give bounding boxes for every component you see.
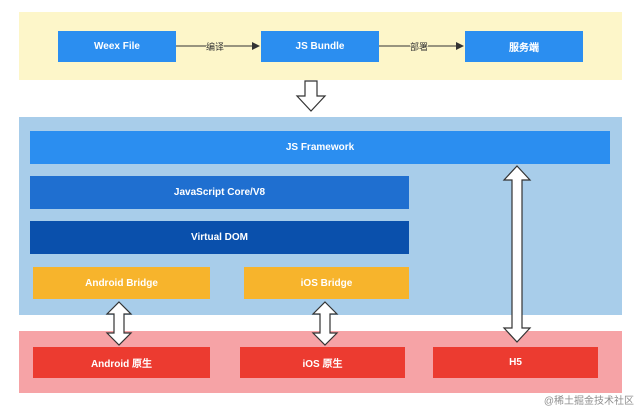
compile-label: 编译 [206,40,225,53]
js-framework-box: JS Framework [30,131,610,164]
android-bridge-box: Android Bridge [33,267,210,299]
javascript-core-box: JavaScript Core/V8 [30,176,409,209]
android-double-arrow [105,301,133,346]
down-hollow-arrow [295,80,327,112]
virtual-dom-box: Virtual DOM [30,221,409,254]
deploy-label: 部署 [410,40,429,53]
h5-box: H5 [433,347,598,378]
ios-double-arrow [311,301,339,346]
h5-double-arrow [502,165,532,343]
watermark-text: @稀土掘金技术社区 [543,396,634,407]
ios-bridge-box: iOS Bridge [244,267,409,299]
js-bundle-box: JS Bundle [261,31,379,62]
android-native-box: Android 原生 [33,347,210,378]
ios-native-box: iOS 原生 [240,347,405,378]
server-box: 服务端 [465,31,583,62]
weex-file-box: Weex File [58,31,176,62]
